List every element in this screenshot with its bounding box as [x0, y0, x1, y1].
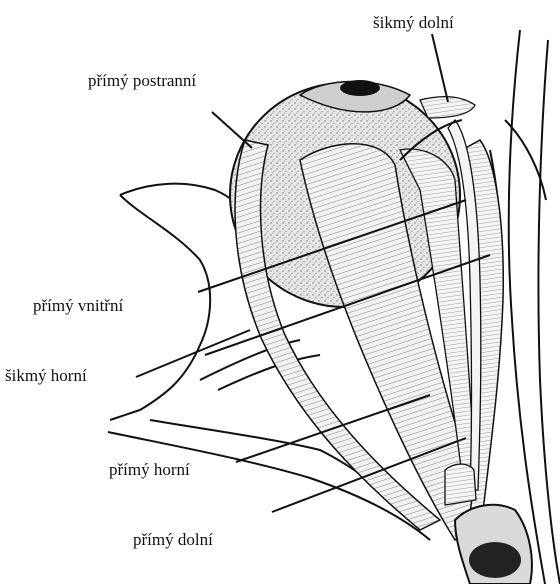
label-sikmy-dolni: šikmý dolní	[373, 14, 454, 31]
pupil-icon	[340, 80, 380, 96]
leader-sikmy-horni-a	[136, 330, 250, 377]
label-primy-dolni: přímý dolní	[133, 531, 213, 548]
label-primy-horni: přímý horní	[109, 461, 190, 478]
label-sikmy-horni: šikmý horní	[5, 367, 87, 384]
label-primy-vnitrni: přímý vnitřní	[33, 297, 123, 314]
leader-sikmy-dolni	[432, 34, 448, 102]
label-primy-postranni: přímý postranní	[88, 72, 196, 89]
leader-primy-postranni	[212, 112, 252, 148]
optic-nerve	[445, 464, 532, 584]
